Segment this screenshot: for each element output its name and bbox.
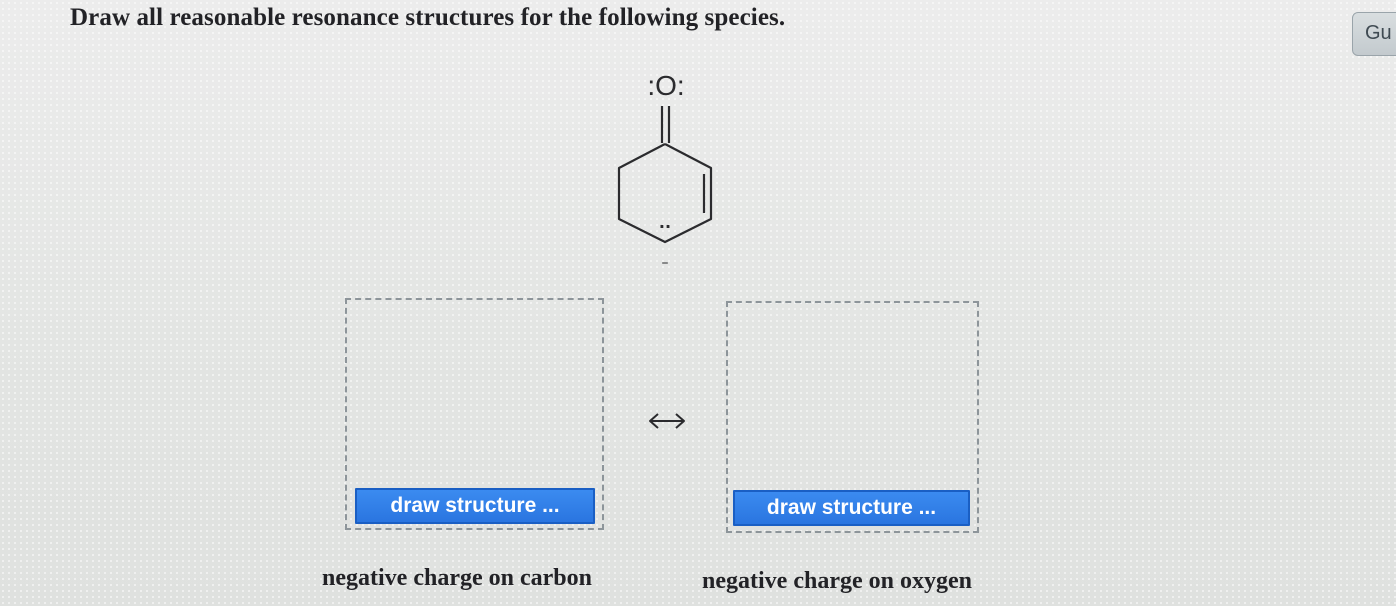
draw-structure-button-carbon[interactable]: draw structure ...: [355, 488, 595, 524]
caption-negative-charge-carbon: negative charge on carbon: [322, 565, 592, 591]
question-prompt: Draw all reasonable resonance structures…: [70, 4, 786, 31]
answer-box-carbon[interactable]: [345, 298, 604, 530]
side-tab-button[interactable]: Gu: [1352, 12, 1396, 56]
ring-bonds: [617, 143, 713, 244]
double-headed-arrow-icon: [649, 413, 685, 429]
resonance-arrow: [646, 409, 688, 433]
oxygen-atom-label: :O:: [647, 70, 684, 101]
cyclohexenone-carbanion-icon: :O: ·· –: [617, 70, 713, 271]
caption-negative-charge-oxygen: negative charge on oxygen: [702, 568, 972, 594]
carbanion-lone-pair: ··: [659, 217, 671, 236]
negative-charge-sign: –: [662, 255, 669, 271]
draw-structure-button-oxygen[interactable]: draw structure ...: [733, 490, 970, 526]
answer-box-oxygen[interactable]: [726, 301, 979, 533]
molecule-structure: :O: ·· –: [596, 62, 736, 272]
